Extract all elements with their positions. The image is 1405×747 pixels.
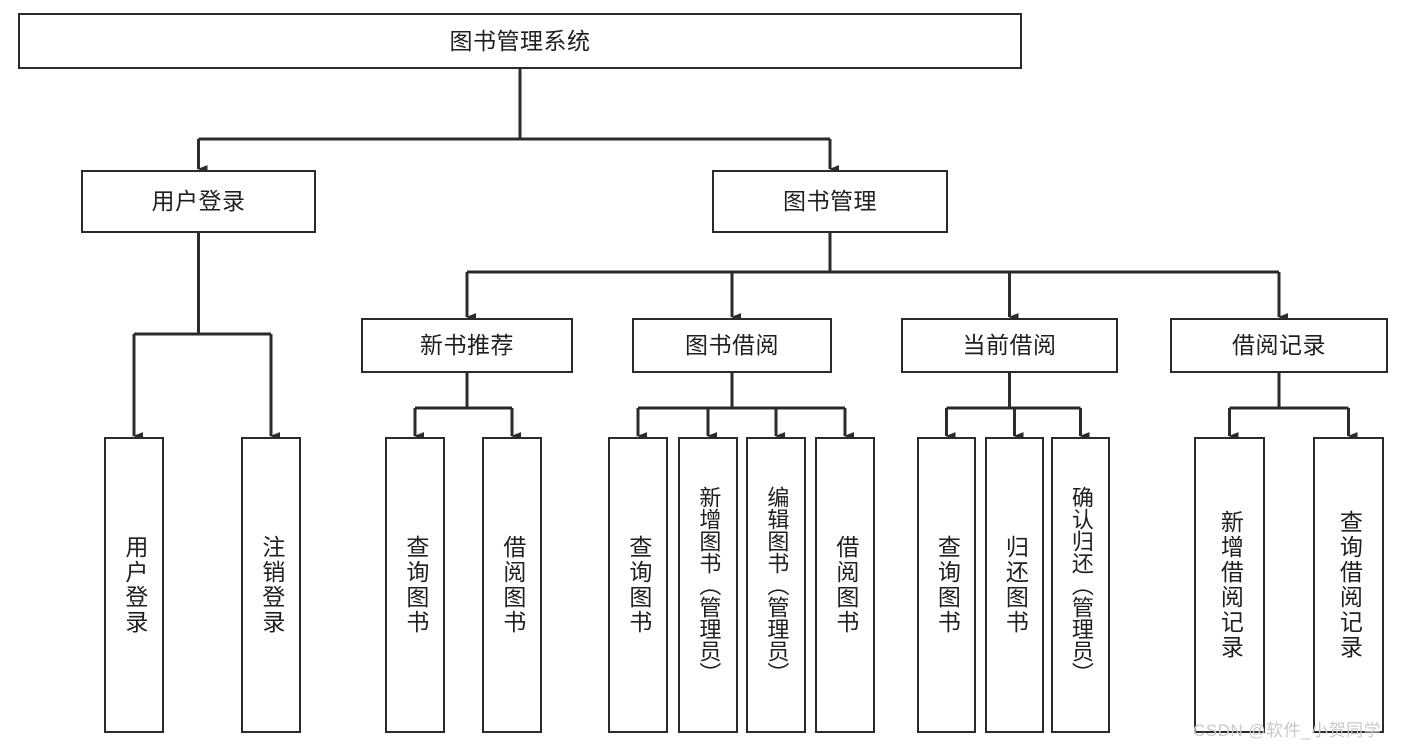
node-label: 确认归还（管理员） xyxy=(1068,486,1094,684)
node-borrow-record[interactable]: 借阅记录 xyxy=(1170,318,1388,373)
node-label: 借阅图书 xyxy=(832,535,859,635)
node-leaf-logout[interactable]: 注销登录 xyxy=(241,437,301,733)
node-label: 新书推荐 xyxy=(420,332,514,359)
node-root[interactable]: 图书管理系统 xyxy=(18,13,1022,69)
node-leaf-user-login[interactable]: 用户登录 xyxy=(104,437,164,733)
node-label: 当前借阅 xyxy=(962,332,1057,359)
node-book-manage[interactable]: 图书管理 xyxy=(712,170,948,233)
node-leaf-query-record[interactable]: 查询借阅记录 xyxy=(1313,437,1384,733)
node-label: 查询图书 xyxy=(402,535,429,635)
node-current-borrow[interactable]: 当前借阅 xyxy=(901,318,1118,373)
node-label: 图书借阅 xyxy=(685,332,779,359)
node-label: 查询图书 xyxy=(934,535,961,635)
node-leaf-edit-book[interactable]: 编辑图书（管理员） xyxy=(746,437,806,733)
node-label: 借阅图书 xyxy=(499,535,526,635)
node-book-borrow[interactable]: 图书借阅 xyxy=(632,318,832,373)
node-label: 用户登录 xyxy=(151,188,246,215)
node-leaf-confirm-return[interactable]: 确认归还（管理员） xyxy=(1051,437,1110,733)
node-leaf-add-record[interactable]: 新增借阅记录 xyxy=(1194,437,1265,733)
node-label: 编辑图书（管理员） xyxy=(764,486,790,684)
node-label: 归还图书 xyxy=(1002,535,1029,635)
node-label: 查询图书 xyxy=(625,535,652,635)
node-leaf-query-book-cur[interactable]: 查询图书 xyxy=(917,437,976,733)
node-leaf-add-book[interactable]: 新增图书（管理员） xyxy=(678,437,738,733)
node-leaf-borrow-book-rec[interactable]: 借阅图书 xyxy=(482,437,542,733)
node-label: 查询借阅记录 xyxy=(1336,510,1363,660)
node-leaf-query-book-borrow[interactable]: 查询图书 xyxy=(608,437,668,733)
node-leaf-return-book[interactable]: 归还图书 xyxy=(985,437,1044,733)
node-label: 注销登录 xyxy=(258,535,285,635)
node-leaf-borrow-book[interactable]: 借阅图书 xyxy=(815,437,875,733)
node-label: 图书管理系统 xyxy=(449,27,591,54)
node-user-login[interactable]: 用户登录 xyxy=(81,170,316,233)
node-leaf-query-book-rec[interactable]: 查询图书 xyxy=(385,437,445,733)
node-new-book-rec[interactable]: 新书推荐 xyxy=(361,318,573,373)
node-label: 借阅记录 xyxy=(1232,332,1326,359)
node-label: 新增借阅记录 xyxy=(1217,510,1244,660)
node-label: 图书管理 xyxy=(783,188,877,215)
node-label: 新增图书（管理员） xyxy=(696,486,722,684)
node-label: 用户登录 xyxy=(121,535,148,635)
connector-lines xyxy=(132,69,1358,440)
